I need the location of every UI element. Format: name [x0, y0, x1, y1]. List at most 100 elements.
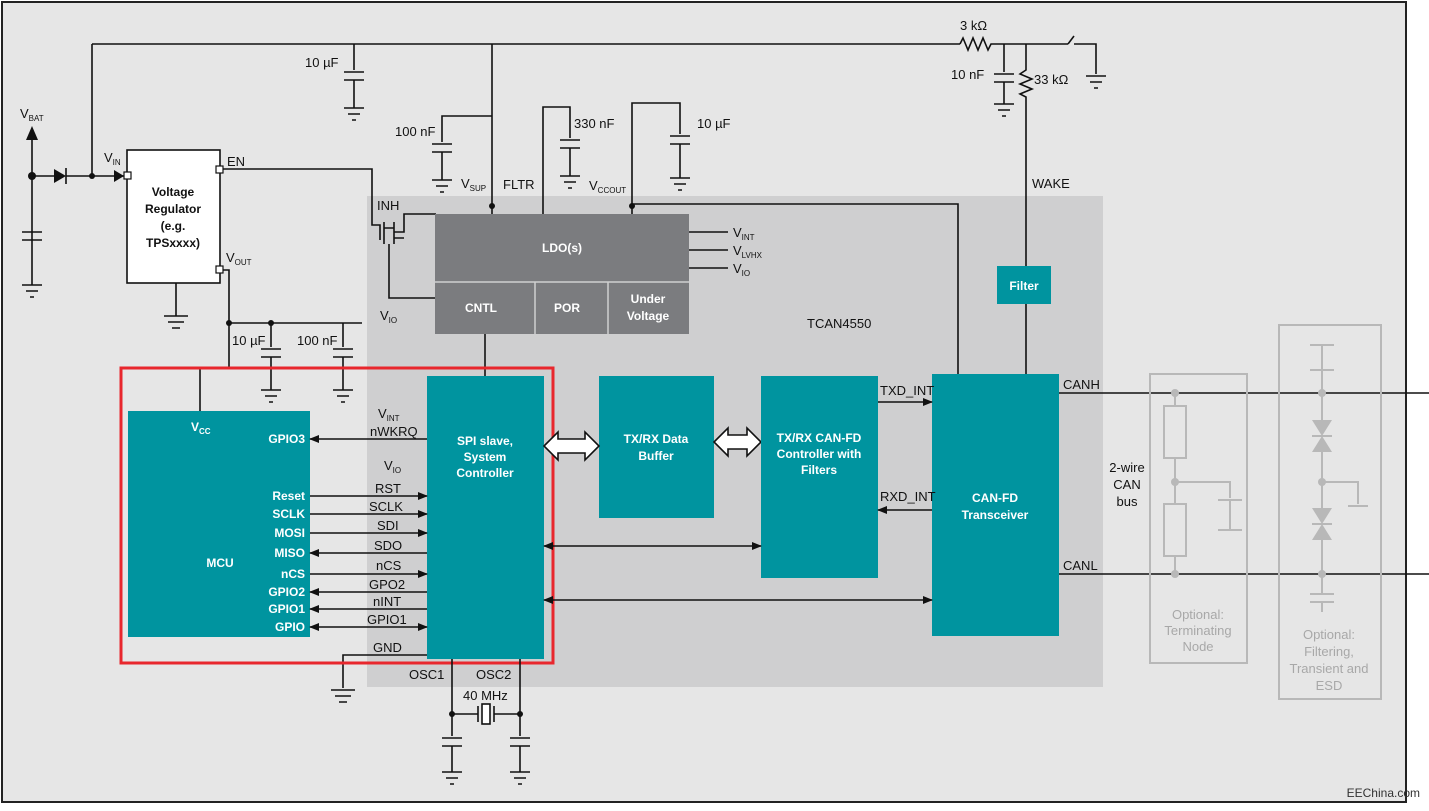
- mcu-pin-gpio1: GPIO1: [268, 602, 305, 616]
- optional-filtering-block: Optional: Filtering, Transient and ESD: [1278, 324, 1382, 700]
- canfd-ctrl-label-2: Controller with: [777, 447, 862, 461]
- inh-transistor: VIO: [371, 213, 436, 325]
- oscillator-circuit: OSC1 OSC2 40 MHz: [409, 659, 530, 785]
- txd-int-label: TXD_INT: [880, 383, 934, 398]
- mcu-pin-ncs: nCS: [281, 567, 305, 581]
- spi-label-1: SPI slave,: [457, 434, 513, 448]
- spi-label-2: System: [464, 450, 507, 464]
- inh-label: INH: [377, 198, 399, 213]
- canl-label: CANL: [1063, 558, 1098, 573]
- component-labels: 10 µF 100 nF 330 nF 10 µF 3 kΩ 33 kΩ 10 …: [232, 18, 1070, 348]
- vio-ldo-label: VIO: [733, 261, 750, 278]
- canfd-controller-block: TX/RX CAN-FD Controller with Filters: [761, 376, 878, 578]
- vbat-input: VBAT VIN: [20, 106, 127, 298]
- gpo2-label: GPO2: [369, 577, 405, 592]
- canfd-ctrl-label-3: Filters: [801, 463, 837, 477]
- transceiver-label-2: Transceiver: [962, 508, 1029, 522]
- canfd-ctrl-label-1: TX/RX CAN-FD: [777, 431, 862, 445]
- txrx-label-1: TX/RX Data: [624, 432, 689, 446]
- voltage-regulator: Voltage Regulator (e.g. TPSxxxx) EN VOUT: [123, 149, 373, 403]
- bus-label-1: 2-wire: [1109, 460, 1144, 475]
- vsup-label: VSUP: [461, 176, 486, 193]
- mcu-block: VCC MCU GPIO3 Reset SCLK MOSI MISO nCS G…: [128, 368, 310, 637]
- watermark: EEChina.com: [1347, 786, 1420, 800]
- mcu-pin-gpio2: GPIO2: [268, 585, 305, 599]
- spi-buffer-double-arrow: [542, 430, 601, 462]
- opt-term-label-1: Optional:: [1172, 607, 1224, 622]
- cap-100nf-vout-label: 100 nF: [297, 333, 338, 348]
- ncs-label: nCS: [376, 558, 402, 573]
- can-bus: CANH CANL 2-wire CAN bus: [1059, 377, 1429, 575]
- filter-label: Filter: [1009, 279, 1039, 293]
- regulator-label-4: TPSxxxx): [146, 236, 200, 250]
- spi-label-3: Controller: [456, 466, 514, 480]
- under-voltage-label-1: Under: [631, 292, 666, 306]
- regulator-label-2: Regulator: [145, 202, 201, 216]
- en-label: EN: [227, 154, 245, 169]
- mcu-pin-mosi: MOSI: [274, 526, 305, 540]
- cap-10uf-vccout-label: 10 µF: [697, 116, 731, 131]
- vlvhx-label: VLVHX: [733, 243, 763, 260]
- mcu-pin-miso: MISO: [274, 546, 305, 560]
- sclk-label: SCLK: [369, 499, 403, 514]
- cap-330nf-label: 330 nF: [574, 116, 615, 131]
- under-voltage-label-2: Voltage: [627, 309, 670, 323]
- res-3k-label: 3 kΩ: [960, 18, 987, 33]
- mcu-pin-sclk: SCLK: [272, 507, 305, 521]
- rxd-int-label: RXD_INT: [880, 489, 936, 504]
- highlight-box: [119, 366, 555, 665]
- transceiver-block: CAN-FD Transceiver: [932, 374, 1059, 636]
- vout-label: VOUT: [226, 250, 252, 267]
- opt-filt-label-3: Transient and: [1289, 661, 1368, 676]
- opt-filt-label-2: Filtering,: [1304, 644, 1354, 659]
- opt-term-label-2: Terminating: [1164, 623, 1231, 638]
- txrx-label-2: Buffer: [638, 449, 674, 463]
- opt-filt-label-1: Optional:: [1303, 627, 1355, 642]
- regulator-label-3: (e.g.: [161, 219, 186, 233]
- vin-label: VIN: [104, 150, 121, 167]
- osc2-label: OSC2: [476, 667, 511, 682]
- wake-label: WAKE: [1032, 176, 1070, 191]
- gpio1-label: GPIO1: [367, 612, 407, 627]
- cap-10uf-vout-label: 10 µF: [232, 333, 266, 348]
- vio-mcu-label: VIO: [384, 458, 401, 475]
- cap-10nf-label: 10 nF: [951, 67, 984, 82]
- supply-wires: [91, 35, 1106, 374]
- cap-10uf-top-label: 10 µF: [305, 55, 339, 70]
- vint-mcu-label: VINT: [378, 406, 400, 423]
- vcc-label: VCC: [191, 420, 211, 436]
- rst-label: RST: [375, 481, 401, 496]
- vint-label: VINT: [733, 225, 755, 242]
- ldo-block: LDO(s) CNTL POR Under Voltage VINT VLVHX…: [435, 203, 763, 376]
- opt-term-label-3: Node: [1182, 639, 1213, 654]
- regulator-label-1: Voltage: [152, 185, 195, 199]
- cap-100nf-vsup-label: 100 nF: [395, 124, 436, 139]
- tcan-label: TCAN4550: [807, 316, 871, 331]
- ldo-label: LDO(s): [542, 241, 582, 255]
- vccout-label: VCCOUT: [589, 178, 626, 195]
- gnd-label: GND: [373, 640, 402, 655]
- cntl-label: CNTL: [465, 301, 497, 315]
- vbat-label: VBAT: [20, 106, 44, 123]
- sdo-label: SDO: [374, 538, 402, 553]
- vio-inh-label: VIO: [380, 308, 397, 325]
- mcu-pin-reset: Reset: [272, 489, 305, 503]
- nint-label: nINT: [373, 594, 401, 609]
- res-33k-label: 33 kΩ: [1034, 72, 1069, 87]
- mcu-pin-gpio: GPIO: [275, 620, 305, 634]
- mcu-label: MCU: [206, 556, 233, 570]
- osc1-label: OSC1: [409, 667, 444, 682]
- txrx-buffer-block: TX/RX Data Buffer: [599, 376, 714, 518]
- canh-label: CANH: [1063, 377, 1100, 392]
- internal-buses: TXD_INT RXD_INT: [543, 383, 936, 604]
- por-label: POR: [554, 301, 580, 315]
- sdi-label: SDI: [377, 518, 399, 533]
- bus-label-3: bus: [1117, 494, 1138, 509]
- fltr-label: FLTR: [503, 177, 535, 192]
- transceiver-label-1: CAN-FD: [972, 491, 1018, 505]
- mcu-pin-gpio3: GPIO3: [268, 432, 305, 446]
- bus-label-2: CAN: [1113, 477, 1140, 492]
- filter-block: Filter: [997, 266, 1051, 304]
- nwkrq-label: nWKRQ: [370, 424, 418, 439]
